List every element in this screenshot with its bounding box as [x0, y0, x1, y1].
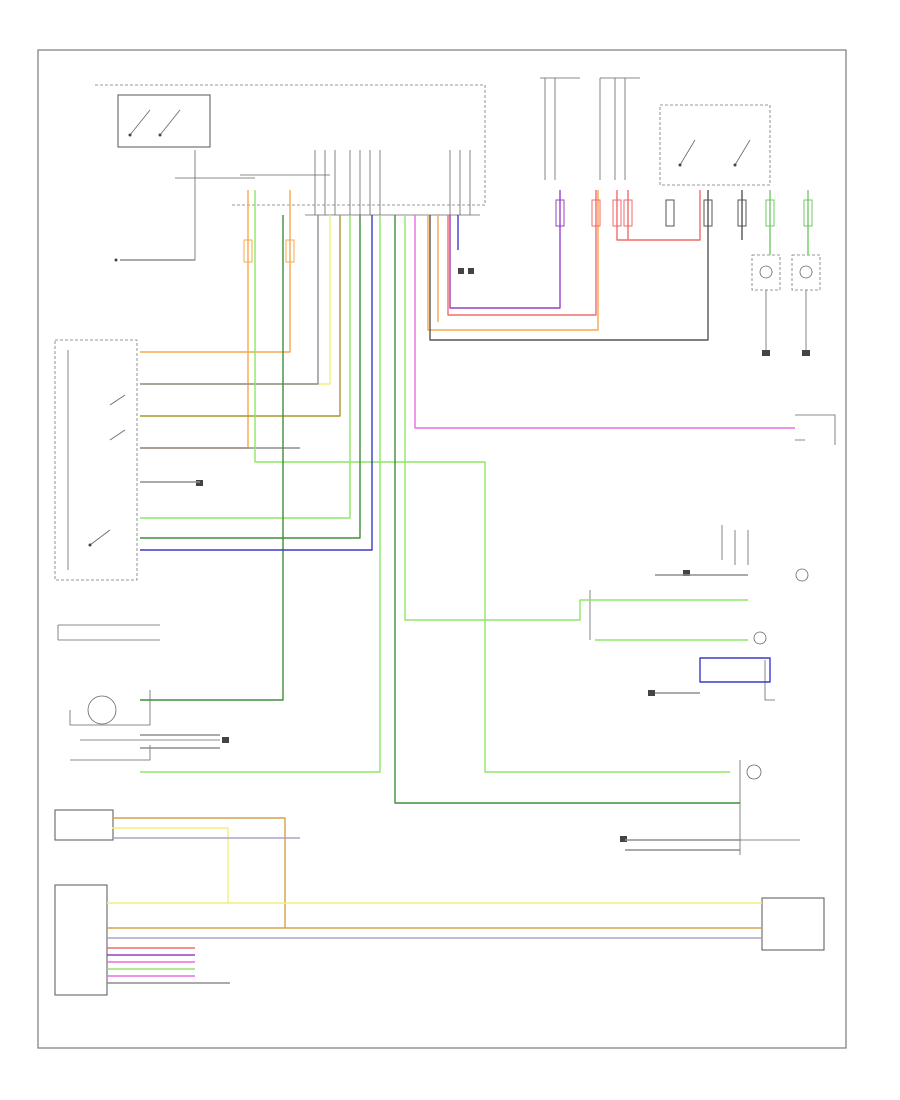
diagram-frame: [37, 49, 847, 1049]
fuse-block: [540, 77, 640, 180]
rear-tail-lamp: [753, 631, 767, 645]
left-front-lamp-module: [54, 809, 114, 841]
rear-lamp-cluster: [721, 525, 809, 582]
side-marker-lamp: [746, 764, 762, 780]
right-front-lamp-module: [761, 897, 825, 951]
steering-angle-sensor: [795, 414, 836, 445]
front-lamp-left: [751, 254, 781, 291]
dimmer-switch: [57, 624, 160, 641]
headlamp-control-module: [54, 884, 108, 996]
light-switch-module: [54, 339, 138, 581]
fog-lamp-indicator: [87, 695, 117, 725]
connector-stubs: [243, 199, 813, 274]
front-lamp-right: [791, 254, 821, 291]
central-module-connector-pins: [305, 150, 480, 216]
central-module-outline: [95, 84, 486, 206]
wire-harness: [107, 190, 809, 984]
lighting-relay: [117, 94, 211, 148]
headlamp-relay: [659, 104, 771, 186]
